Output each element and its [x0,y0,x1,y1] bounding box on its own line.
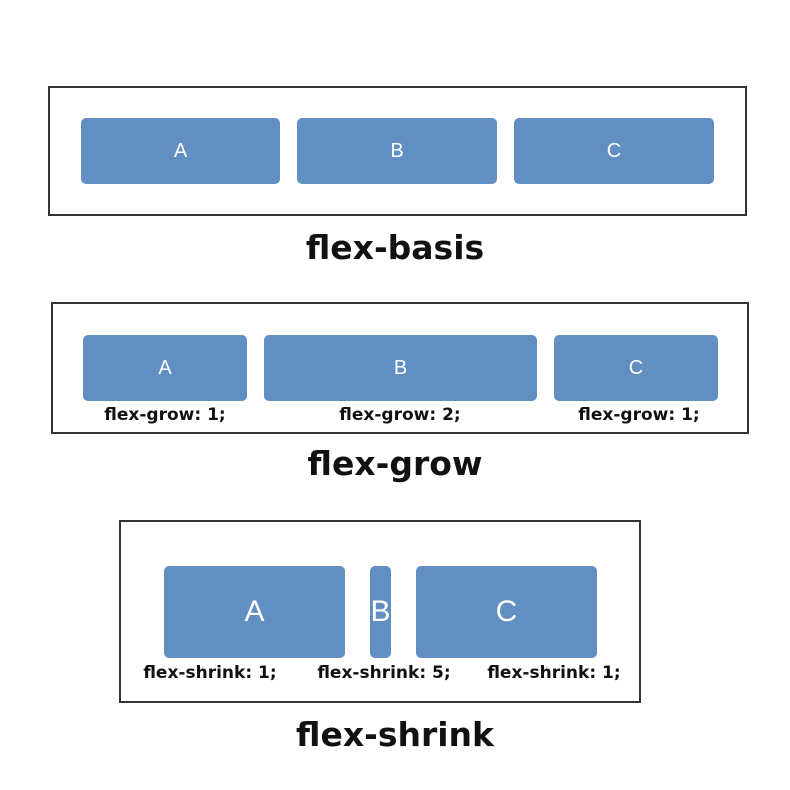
flex-basis-box-c: C [514,118,714,184]
flex-grow-note-a: flex-grow: 1; [104,405,226,425]
flex-basis-box-b: B [297,118,497,184]
flex-shrink-note-c: flex-shrink: 1; [487,663,621,683]
flex-basis-caption: flex-basis [305,228,485,267]
flex-shrink-box-c: C [416,566,597,658]
flex-shrink-box-b: B [370,566,391,658]
flex-shrink-box-a: A [164,566,345,658]
flex-grow-note-b: flex-grow: 2; [339,405,461,425]
flex-grow-box-b: B [264,335,537,401]
flex-grow-caption: flex-grow [307,444,483,483]
flex-shrink-note-a: flex-shrink: 1; [143,663,277,683]
flex-grow-box-c: C [554,335,718,401]
flex-shrink-note-b: flex-shrink: 5; [317,663,451,683]
flex-basis-box-a: A [81,118,280,184]
flex-grow-box-a: A [83,335,247,401]
flex-shrink-caption: flex-shrink [296,715,494,754]
flex-grow-note-c: flex-grow: 1; [578,405,700,425]
